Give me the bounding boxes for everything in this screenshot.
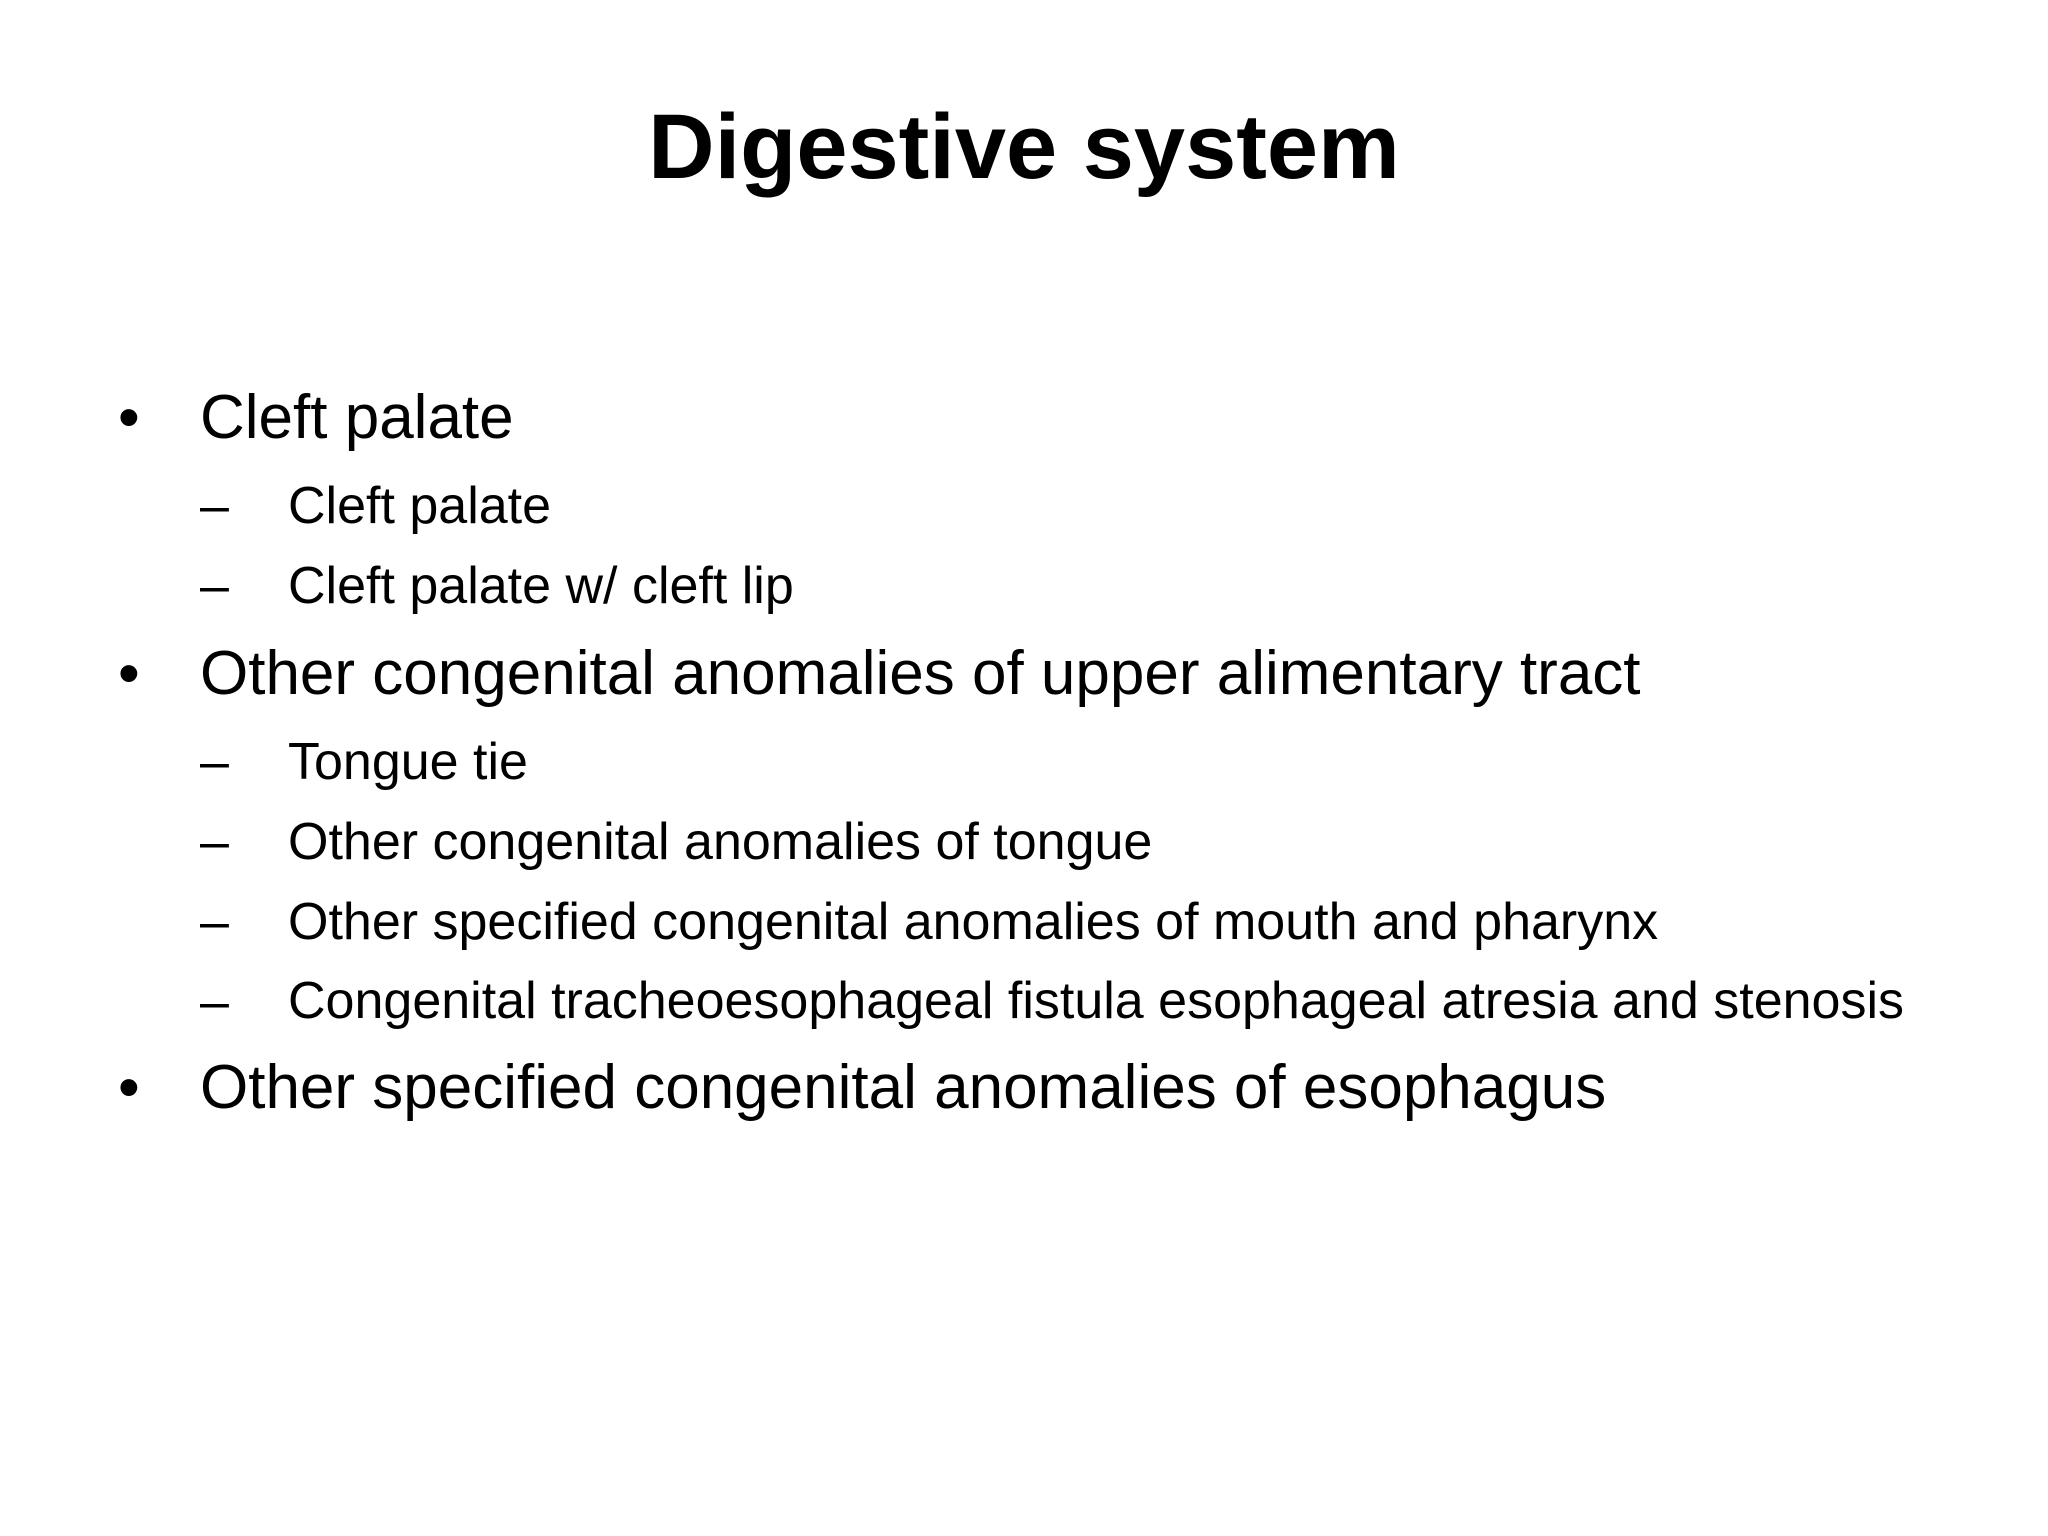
bullet-marker: • (118, 1053, 140, 1122)
bullet-marker: • (118, 383, 140, 452)
sub-bullet-item: – Congenital tracheoesophageal fistula e… (200, 962, 1958, 1040)
sub-bullet-marker: – (200, 893, 229, 951)
sub-bullet-list: – Cleft palate – Cleft palate w/ cleft l… (200, 466, 1958, 626)
bullet-item: • Cleft palate – Cleft palate – Cleft pa… (118, 380, 1958, 626)
bullet-marker: • (118, 639, 140, 708)
bullet-text: Other specified congenital anomalies of … (200, 1053, 1607, 1122)
sub-bullet-item: – Tongue tie (200, 722, 1958, 802)
sub-bullet-list: – Tongue tie – Other congenital anomalie… (200, 722, 1958, 1040)
sub-bullet-text: Other congenital anomalies of tongue (288, 813, 1153, 871)
slide-title: Digestive system (648, 96, 1400, 198)
bullet-item: • Other congenital anomalies of upper al… (118, 636, 1958, 1040)
sub-bullet-marker: – (200, 813, 229, 871)
sub-bullet-text: Congenital tracheoesophageal fistula eso… (288, 972, 1905, 1030)
sub-bullet-marker: – (200, 733, 229, 791)
sub-bullet-item: – Other specified congenital anomalies o… (200, 882, 1958, 962)
sub-bullet-marker: – (200, 477, 229, 535)
sub-bullet-item: – Cleft palate (200, 466, 1958, 546)
sub-bullet-text: Cleft palate (288, 477, 552, 535)
sub-bullet-marker: – (200, 973, 229, 1031)
bullet-text: Cleft palate (200, 383, 514, 452)
sub-bullet-text: Other specified congenital anomalies of … (288, 893, 1659, 951)
sub-bullet-text: Cleft palate w/ cleft lip (288, 557, 794, 615)
sub-bullet-item: – Cleft palate w/ cleft lip (200, 546, 1958, 626)
bullet-list: • Cleft palate – Cleft palate – Cleft pa… (118, 380, 1958, 1136)
sub-bullet-text: Tongue tie (288, 733, 528, 791)
sub-bullet-marker: – (200, 557, 229, 615)
sub-bullet-item: – Other congenital anomalies of tongue (200, 802, 1958, 882)
bullet-item: • Other specified congenital anomalies o… (118, 1050, 1958, 1126)
bullet-text: Other congenital anomalies of upper alim… (200, 639, 1641, 708)
